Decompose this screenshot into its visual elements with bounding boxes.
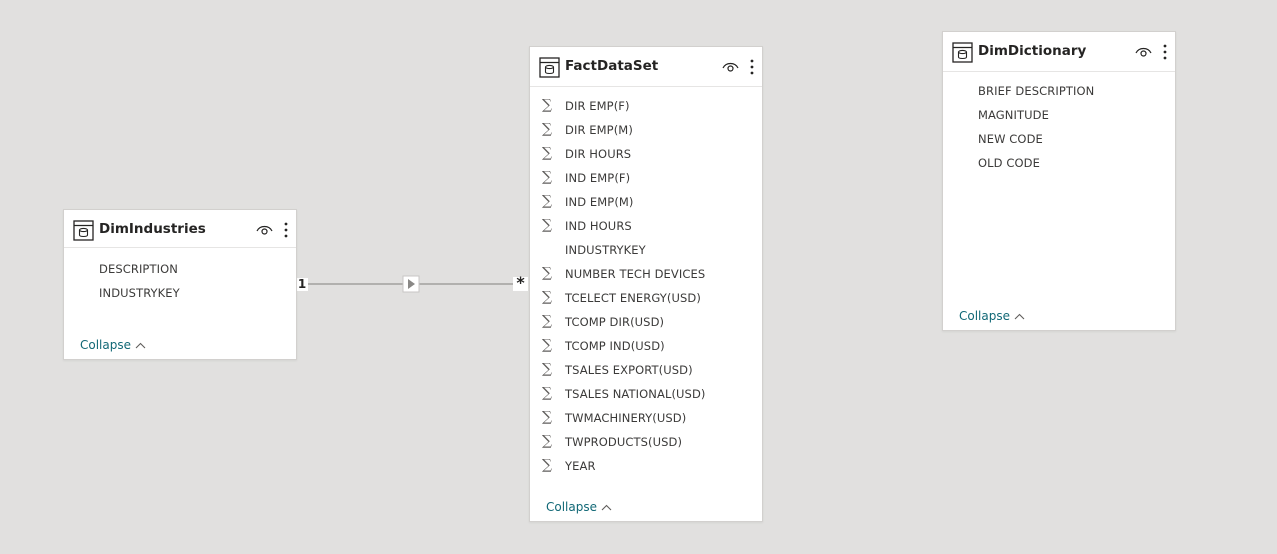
field-name: DIR EMP(F) [565,99,630,113]
field-name: NEW CODE [978,132,1043,146]
sum-icon: ∑ [542,385,552,401]
sum-icon: ∑ [542,337,552,353]
field-name: MAGNITUDE [978,108,1049,122]
sum-icon: ∑ [542,409,552,425]
field-row[interactable]: ∑ TSALES EXPORT(USD) [530,359,762,383]
sum-icon: ∑ [542,193,552,209]
field-name: TWMACHINERY(USD) [565,411,687,425]
chevron-up-icon [135,342,146,348]
relationship-line[interactable] [290,270,535,300]
more-options-icon[interactable] [284,222,288,238]
sum-icon: ∑ [542,361,552,377]
table-card-factdataset[interactable]: FactDataSet ∑ DIR EMP(F) ∑ DIR EMP(M) ∑ DIR… [529,46,763,522]
eye-icon[interactable] [256,224,273,236]
field-row[interactable]: OLD CODE [943,152,1175,176]
field-name: YEAR [565,459,596,473]
field-row[interactable]: BRIEF DESCRIPTION [943,80,1175,104]
field-name: TSALES EXPORT(USD) [565,363,693,377]
field-name: TCOMP IND(USD) [565,339,665,353]
sum-icon: ∑ [542,433,552,449]
field-name: NUMBER TECH DEVICES [565,267,706,281]
sum-icon: ∑ [542,145,552,161]
field-name: DESCRIPTION [99,262,178,276]
sum-icon: ∑ [542,289,552,305]
collapse-label: Collapse [959,309,1010,323]
field-row[interactable]: ∑ TWPRODUCTS(USD) [530,431,762,455]
field-name: BRIEF DESCRIPTION [978,84,1095,98]
sum-icon: ∑ [542,265,552,281]
sum-icon: ∑ [542,217,552,233]
field-name: OLD CODE [978,156,1040,170]
field-name: TSALES NATIONAL(USD) [565,387,706,401]
table-icon [73,220,94,241]
field-name: IND EMP(M) [565,195,634,209]
field-name: DIR HOURS [565,147,632,161]
table-icon [539,57,560,78]
collapse-label: Collapse [80,338,131,352]
field-row[interactable]: ∑ IND EMP(M) [530,191,762,215]
field-row[interactable]: ∑ TWMACHINERY(USD) [530,407,762,431]
field-name: INDUSTRYKEY [99,286,180,300]
eye-icon[interactable] [722,61,739,73]
field-row[interactable]: ∑ DIR HOURS [530,143,762,167]
field-name: TCOMP DIR(USD) [565,315,665,329]
relationship-one-label: 1 [296,277,308,291]
field-row[interactable]: ∑ NUMBER TECH DEVICES [530,263,762,287]
collapse-button[interactable]: Collapse [546,500,612,514]
field-name: DIR EMP(M) [565,123,633,137]
field-row[interactable]: ∑ TCOMP IND(USD) [530,335,762,359]
field-row[interactable]: ∑ DIR EMP(M) [530,119,762,143]
chevron-up-icon [1014,313,1025,319]
field-row[interactable]: NEW CODE [943,128,1175,152]
sum-icon: ∑ [542,313,552,329]
sum-icon: ∑ [542,121,552,137]
chevron-up-icon [601,504,612,510]
field-row[interactable]: INDUSTRYKEY [530,239,762,263]
field-name: INDUSTRYKEY [565,243,646,257]
field-list: DESCRIPTION INDUSTRYKEY [64,258,296,306]
table-card-dimindustries[interactable]: DimIndustries DESCRIPTION INDUSTRYKEY Co… [63,209,297,360]
table-icon [952,42,973,63]
field-row[interactable]: MAGNITUDE [943,104,1175,128]
direction-arrow-icon [408,279,415,289]
card-header[interactable]: DimIndustries [64,210,296,248]
field-row[interactable]: ∑ YEAR [530,455,762,479]
field-row[interactable]: INDUSTRYKEY [64,282,296,306]
field-name: TCELECT ENERGY(USD) [565,291,701,305]
field-row[interactable]: ∑ IND EMP(F) [530,167,762,191]
collapse-button[interactable]: Collapse [959,309,1025,323]
field-list: BRIEF DESCRIPTION MAGNITUDE NEW CODE OLD… [943,80,1175,176]
field-row[interactable]: ∑ TSALES NATIONAL(USD) [530,383,762,407]
relationship-many-label: * [513,275,528,291]
table-title: DimDictionary [978,43,1087,59]
card-header[interactable]: DimDictionary [943,32,1175,72]
field-row[interactable]: ∑ TCOMP DIR(USD) [530,311,762,335]
more-options-icon[interactable] [750,59,754,75]
field-row[interactable]: ∑ DIR EMP(F) [530,95,762,119]
field-row[interactable]: ∑ IND HOURS [530,215,762,239]
field-row[interactable]: DESCRIPTION [64,258,296,282]
collapse-button[interactable]: Collapse [80,338,146,352]
sum-icon: ∑ [542,457,552,473]
field-name: IND HOURS [565,219,632,233]
card-header[interactable]: FactDataSet [530,47,762,87]
field-name: TWPRODUCTS(USD) [565,435,683,449]
sum-icon: ∑ [542,97,552,113]
field-row[interactable]: ∑ TCELECT ENERGY(USD) [530,287,762,311]
table-title: FactDataSet [565,58,659,74]
field-name: IND EMP(F) [565,171,631,185]
more-options-icon[interactable] [1163,44,1167,60]
eye-icon[interactable] [1135,46,1152,58]
table-title: DimIndustries [99,221,206,237]
collapse-label: Collapse [546,500,597,514]
table-card-dimdictionary[interactable]: DimDictionary BRIEF DESCRIPTION MAGNITUD… [942,31,1176,331]
sum-icon: ∑ [542,169,552,185]
field-list: ∑ DIR EMP(F) ∑ DIR EMP(M) ∑ DIR HOURS ∑ IND … [530,95,762,479]
